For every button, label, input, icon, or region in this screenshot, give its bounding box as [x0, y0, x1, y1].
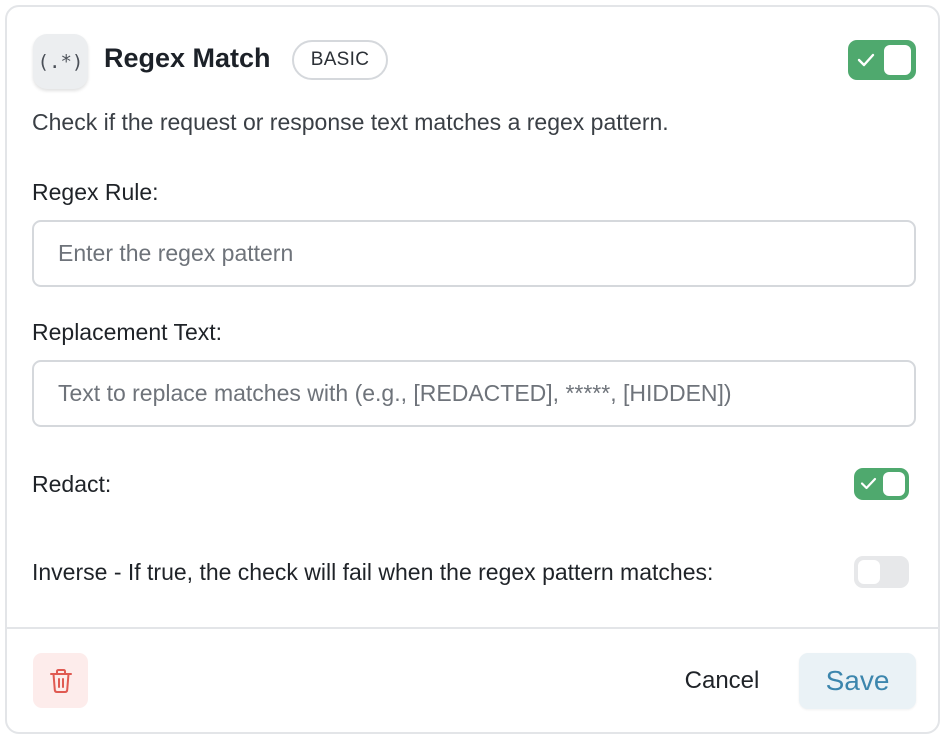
toggle-knob — [884, 45, 911, 75]
regex-icon: (.*) — [33, 34, 88, 89]
trash-icon — [49, 668, 72, 693]
check-icon — [857, 53, 875, 67]
replacement-text-input[interactable] — [32, 360, 916, 427]
inverse-toggle[interactable] — [854, 556, 909, 588]
regex-rule-label: Regex Rule: — [32, 179, 159, 205]
save-button[interactable]: Save — [799, 653, 916, 709]
inverse-label: Inverse - If true, the check will fail w… — [32, 559, 714, 585]
card-title: Regex Match — [104, 43, 271, 73]
delete-button[interactable] — [33, 653, 88, 708]
replacement-text-label: Replacement Text: — [32, 319, 223, 345]
toggle-knob — [883, 472, 905, 496]
tier-badge: BASIC — [292, 40, 388, 80]
redact-toggle[interactable] — [854, 468, 909, 500]
regex-rule-input[interactable] — [32, 220, 916, 287]
regex-icon-text: (.*) — [37, 50, 84, 73]
toggle-knob — [858, 560, 880, 584]
regex-match-card: (.*) Regex Match BASIC Check if the requ… — [5, 5, 940, 734]
cancel-button[interactable]: Cancel — [667, 657, 777, 705]
footer-divider — [7, 627, 938, 629]
check-icon — [860, 477, 877, 490]
enable-toggle[interactable] — [848, 40, 916, 80]
card-description: Check if the request or response text ma… — [32, 109, 669, 135]
redact-label: Redact: — [32, 471, 112, 497]
